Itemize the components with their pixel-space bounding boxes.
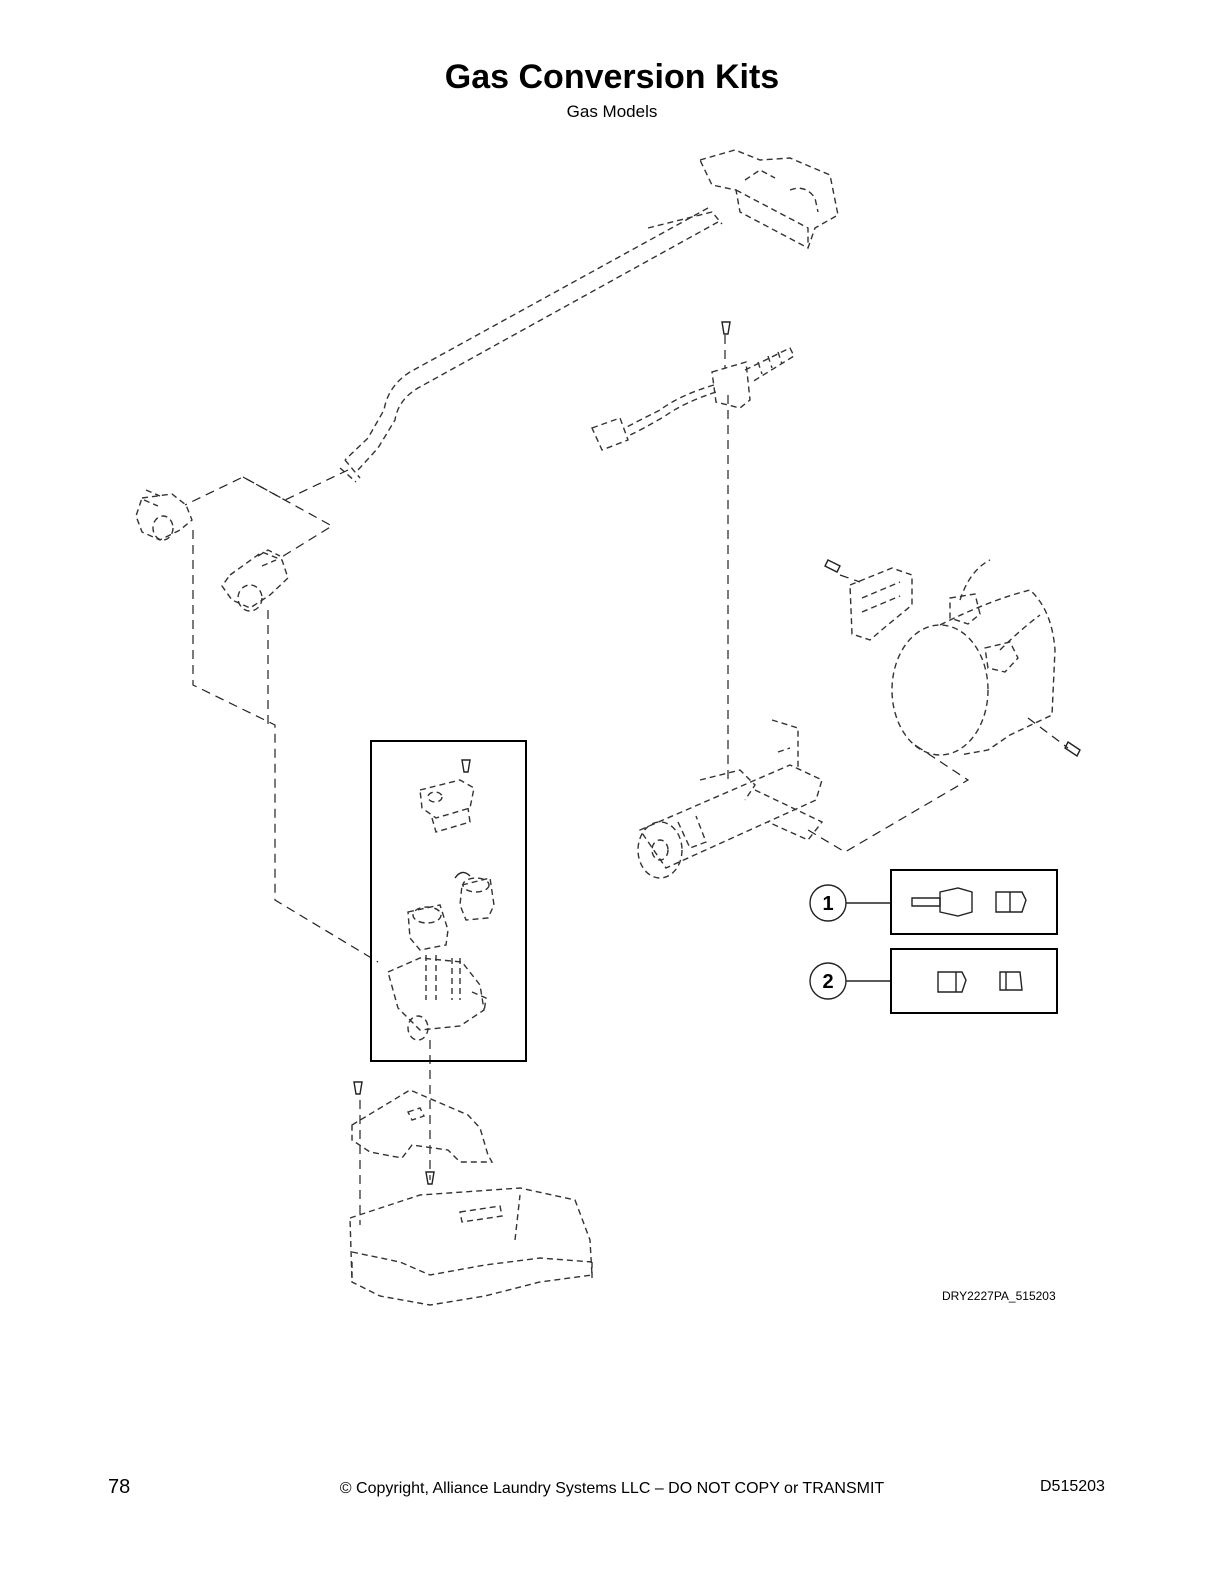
gas-valve-detail-box: [370, 740, 527, 1062]
leader-lines: [184, 335, 1069, 1225]
callout-2: 2: [809, 948, 1058, 1014]
valve-bracket: [419, 759, 475, 833]
burner-assembly: [637, 719, 824, 879]
callout-1-number: 1: [822, 893, 833, 915]
gas-supply-pipe: [339, 207, 723, 483]
valve-coils: [407, 871, 495, 951]
callout-2-number: 2: [822, 971, 833, 993]
page-subtitle: Gas Models: [566, 102, 658, 121]
valve-mounting-plate: [351, 1081, 494, 1185]
igniter-assembly: [591, 321, 795, 451]
page-number: 78: [108, 1476, 131, 1498]
flame-sensor-assembly: [824, 559, 1081, 758]
copyright-notice: © Copyright, Alliance Laundry Systems LL…: [339, 1480, 885, 1497]
page-title: Gas Conversion Kits: [444, 58, 780, 96]
callout-1: 1: [809, 869, 1058, 935]
elbow-fitting: [135, 489, 193, 541]
base-panel: [349, 1187, 593, 1306]
drawing-code: DRY2227PA_515203: [942, 1289, 1056, 1303]
document-id: D515203: [1040, 1478, 1105, 1495]
gas-valve: [387, 955, 487, 1041]
union-fitting: [221, 549, 289, 612]
burner-housing-bracket: [699, 149, 839, 249]
